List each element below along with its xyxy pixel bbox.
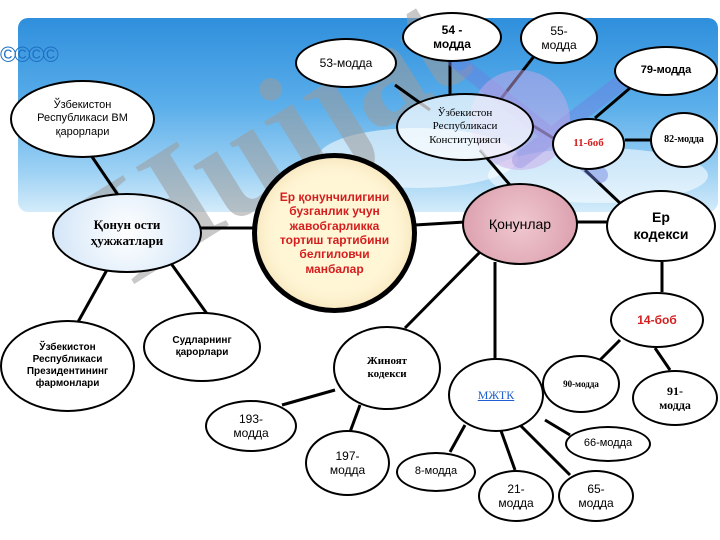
president-node: Ўзбекистон Республикаси Президентининг ф… bbox=[0, 320, 135, 412]
article-55-node: 55-модда bbox=[520, 12, 598, 64]
article-197-node: 197-модда bbox=[305, 430, 390, 496]
criminal-code-node: Жиноят кодекси bbox=[333, 326, 441, 410]
article-66-node: 66-модда bbox=[565, 426, 651, 462]
article-54-node: 54 - модда bbox=[402, 12, 502, 62]
mjtk-node[interactable]: МЖТК bbox=[448, 358, 544, 432]
article-53-node: 53-модда bbox=[295, 38, 397, 88]
chapter-11-node: 11-боб bbox=[552, 118, 625, 170]
article-21-node: 21-модда bbox=[478, 470, 554, 522]
courts-node: Судларнинг қарорлари bbox=[143, 312, 261, 382]
land-code-node: Ер кодекси bbox=[606, 190, 716, 262]
article-8-node: 8-модда bbox=[396, 452, 476, 492]
article-193-node: 193-модда bbox=[205, 400, 297, 452]
cabinet-node: Ўзбекистон Республикаси ВМ қарорлари bbox=[10, 80, 155, 158]
article-82-node: 82-модда bbox=[650, 112, 718, 168]
laws-node: Қонунлар bbox=[462, 183, 578, 265]
constitution-node: Ўзбекистон Республикаси Конституцияси bbox=[396, 93, 534, 161]
center-node: Ер қонунчилигини бузганлик учун жавобгар… bbox=[252, 153, 417, 313]
article-90-node: 90-модда bbox=[542, 355, 620, 413]
chapter-14-node: 14-боб bbox=[610, 292, 704, 348]
article-91-node: 91-модда bbox=[632, 370, 718, 426]
copyright-mark: ©©©© bbox=[0, 42, 59, 67]
sublaws-node: Қонун ости ҳужжатлари bbox=[52, 193, 202, 273]
article-65-node: 65-модда bbox=[558, 470, 634, 522]
article-79-node: 79-модда bbox=[614, 46, 718, 96]
